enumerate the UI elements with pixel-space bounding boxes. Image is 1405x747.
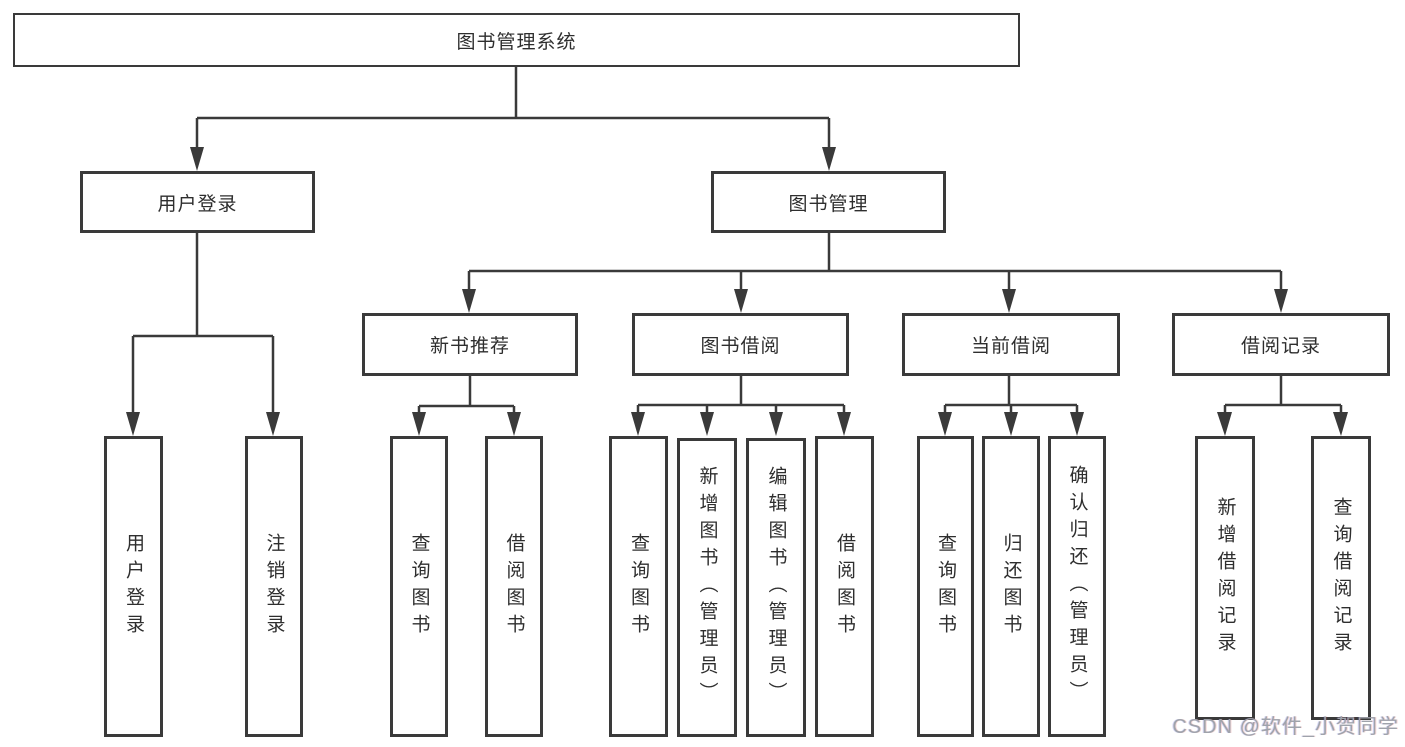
node-label: 图书借阅 xyxy=(700,336,781,357)
leaf-borrow-books: 借阅图书 xyxy=(815,436,874,737)
node-library-management-system: 图书管理系统 xyxy=(13,13,1020,67)
node-label: 归还图书 xyxy=(1000,532,1022,641)
node-label: 用户登录 xyxy=(123,532,144,641)
leaf-return-books: 归还图书 xyxy=(982,436,1040,737)
node-borrow-records: 借阅记录 xyxy=(1172,313,1390,376)
node-new-book-recommend: 新书推荐 xyxy=(362,313,578,376)
leaf-query-books-recommend: 查询图书 xyxy=(390,436,448,737)
node-label: 图书管理系统 xyxy=(456,31,577,53)
node-label: 查询图书 xyxy=(408,532,430,641)
node-label: 图书管理 xyxy=(788,193,869,215)
leaf-add-borrow-record: 新增借阅记录 xyxy=(1195,436,1255,720)
node-label: 新书推荐 xyxy=(429,336,510,357)
node-book-borrow: 图书借阅 xyxy=(632,313,849,376)
leaf-query-books-current: 查询图书 xyxy=(917,436,974,737)
node-label: 查询图书 xyxy=(935,532,956,641)
leaf-query-books-borrow: 查询图书 xyxy=(609,436,668,737)
node-label: 新增图书（管理员） xyxy=(696,466,718,709)
node-label: 确认归还（管理员） xyxy=(1066,465,1088,708)
node-label: 借阅图书 xyxy=(834,532,855,641)
leaf-borrow-books-recommend: 借阅图书 xyxy=(485,436,543,737)
leaf-query-borrow-record: 查询借阅记录 xyxy=(1311,436,1371,720)
leaf-logout: 注销登录 xyxy=(245,436,303,737)
leaf-user-login: 用户登录 xyxy=(104,436,163,737)
node-label: 查询借阅记录 xyxy=(1330,497,1352,659)
csdn-watermark: CSDN @软件_小贺同学 xyxy=(1172,716,1399,738)
node-label: 当前借阅 xyxy=(970,336,1051,357)
node-label: 编辑图书（管理员） xyxy=(765,466,787,709)
leaf-add-books-admin: 新增图书（管理员） xyxy=(677,438,737,737)
leaf-edit-books-admin: 编辑图书（管理员） xyxy=(746,438,806,737)
node-label: 新增借阅记录 xyxy=(1214,497,1236,659)
node-label: 借阅图书 xyxy=(503,532,525,641)
leaf-confirm-return-admin: 确认归还（管理员） xyxy=(1048,436,1106,737)
node-label: 借阅记录 xyxy=(1240,336,1321,357)
node-current-borrow: 当前借阅 xyxy=(902,313,1120,376)
node-book-management: 图书管理 xyxy=(711,171,946,233)
node-label: 查询图书 xyxy=(628,532,649,641)
node-user-login: 用户登录 xyxy=(80,171,315,233)
node-label: 注销登录 xyxy=(263,532,285,641)
arrowheads xyxy=(126,147,1348,436)
node-label: 用户登录 xyxy=(157,193,238,215)
